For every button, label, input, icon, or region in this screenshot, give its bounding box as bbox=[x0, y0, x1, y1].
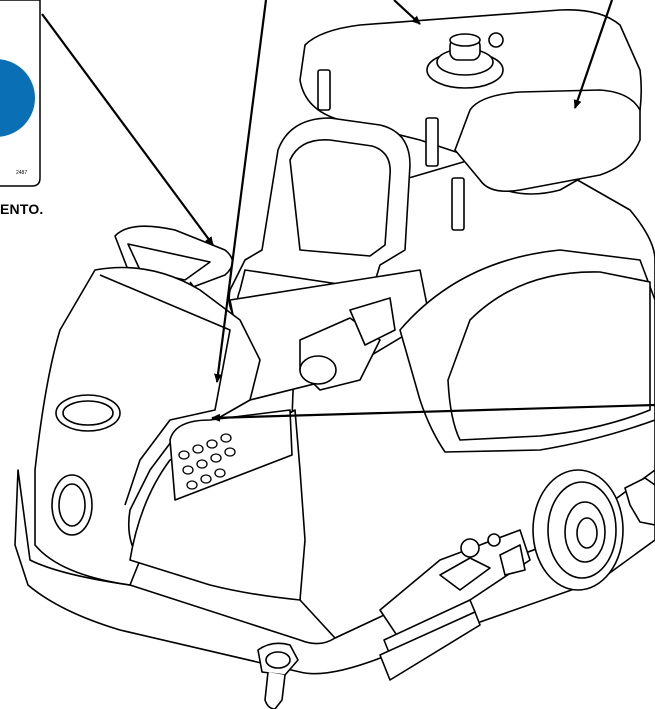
base-bumper bbox=[14, 454, 655, 675]
arrow-tank bbox=[393, 0, 421, 25]
squeegee-assembly bbox=[379, 529, 531, 681]
pedal-grid bbox=[178, 433, 236, 490]
sign-code: 2487 bbox=[16, 170, 27, 176]
arrow-steering bbox=[41, 13, 214, 246]
arrow-seat bbox=[214, 0, 268, 383]
floor-scrubber-illustration bbox=[14, 8, 655, 709]
rear-wheel bbox=[532, 469, 624, 591]
front-caster bbox=[257, 642, 299, 709]
caption-fragment: ENTO. bbox=[0, 201, 44, 217]
mandatory-sign-icon bbox=[0, 57, 37, 139]
arrow-footwell bbox=[211, 403, 655, 422]
safety-sign: 2487 bbox=[0, 0, 41, 187]
arrow-lid bbox=[573, 0, 614, 109]
leader-lines bbox=[41, 0, 655, 422]
